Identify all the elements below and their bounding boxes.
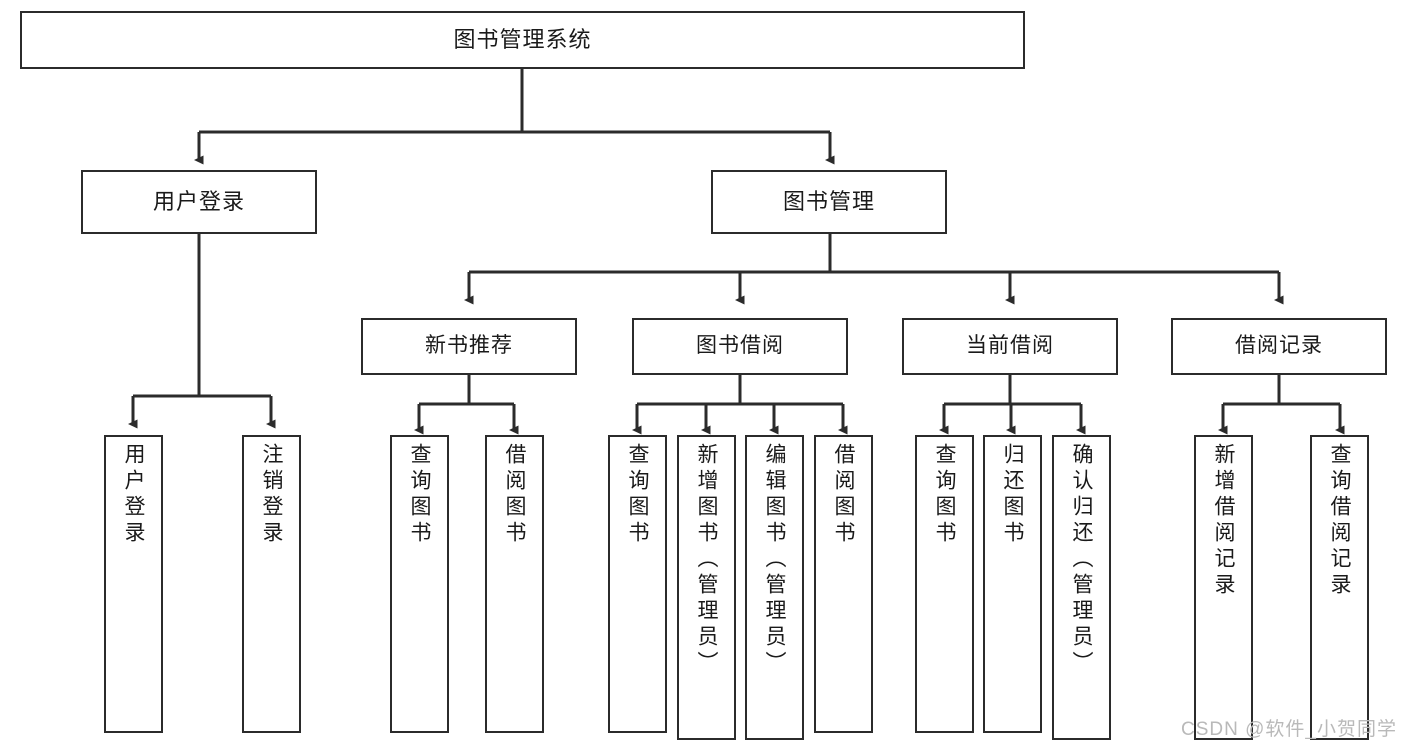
leaf-record-add-record[interactable]: 新增借阅记录 bbox=[1194, 435, 1253, 740]
node-label: 用户登录 bbox=[122, 443, 145, 547]
leaf-recommend-query-book[interactable]: 查询图书 bbox=[390, 435, 449, 733]
node-label: 新增借阅记录 bbox=[1212, 443, 1235, 599]
leaf-user-login-logout[interactable]: 注销登录 bbox=[242, 435, 301, 733]
node-new-book-recommend[interactable]: 新书推荐 bbox=[361, 318, 577, 375]
watermark: CSDN @软件_小贺同学 bbox=[1181, 719, 1397, 740]
node-label: 图书管理 bbox=[782, 189, 875, 215]
leaf-borrow-borrow-book[interactable]: 借阅图书 bbox=[814, 435, 873, 733]
node-label: 注销登录 bbox=[260, 443, 283, 547]
node-user-login[interactable]: 用户登录 bbox=[81, 170, 317, 234]
node-label: 查询图书 bbox=[408, 443, 431, 547]
node-label: 查询图书 bbox=[626, 443, 649, 547]
leaf-current-return-book[interactable]: 归还图书 bbox=[983, 435, 1042, 733]
leaf-recommend-borrow-book[interactable]: 借阅图书 bbox=[485, 435, 544, 733]
node-label: 编辑图书（管理员） bbox=[763, 443, 786, 677]
node-root-system[interactable]: 图书管理系统 bbox=[20, 11, 1025, 69]
node-label: 查询图书 bbox=[933, 443, 956, 547]
node-label: 新增图书（管理员） bbox=[695, 443, 718, 677]
node-borrow-record[interactable]: 借阅记录 bbox=[1171, 318, 1387, 375]
node-label: 新书推荐 bbox=[425, 334, 513, 358]
leaf-borrow-add-book-admin[interactable]: 新增图书（管理员） bbox=[677, 435, 736, 740]
node-label: 借阅图书 bbox=[503, 443, 526, 547]
node-label: 图书管理系统 bbox=[453, 27, 592, 53]
node-book-borrow[interactable]: 图书借阅 bbox=[632, 318, 848, 375]
leaf-user-login-login[interactable]: 用户登录 bbox=[104, 435, 163, 733]
leaf-borrow-edit-book-admin[interactable]: 编辑图书（管理员） bbox=[745, 435, 804, 740]
leaf-current-query-book[interactable]: 查询图书 bbox=[915, 435, 974, 733]
node-label: 查询借阅记录 bbox=[1328, 443, 1351, 599]
node-book-management[interactable]: 图书管理 bbox=[711, 170, 947, 234]
leaf-record-query-record[interactable]: 查询借阅记录 bbox=[1310, 435, 1369, 740]
node-label: 图书借阅 bbox=[696, 334, 784, 358]
node-label: 用户登录 bbox=[152, 189, 245, 215]
node-label: 确认归还（管理员） bbox=[1070, 443, 1093, 677]
node-label: 借阅图书 bbox=[832, 443, 855, 547]
leaf-borrow-query-book[interactable]: 查询图书 bbox=[608, 435, 667, 733]
leaf-current-confirm-return-admin[interactable]: 确认归还（管理员） bbox=[1052, 435, 1111, 740]
node-label: 当前借阅 bbox=[966, 334, 1054, 358]
node-label: 借阅记录 bbox=[1235, 334, 1323, 358]
node-current-borrow[interactable]: 当前借阅 bbox=[902, 318, 1118, 375]
node-label: 归还图书 bbox=[1001, 443, 1024, 547]
